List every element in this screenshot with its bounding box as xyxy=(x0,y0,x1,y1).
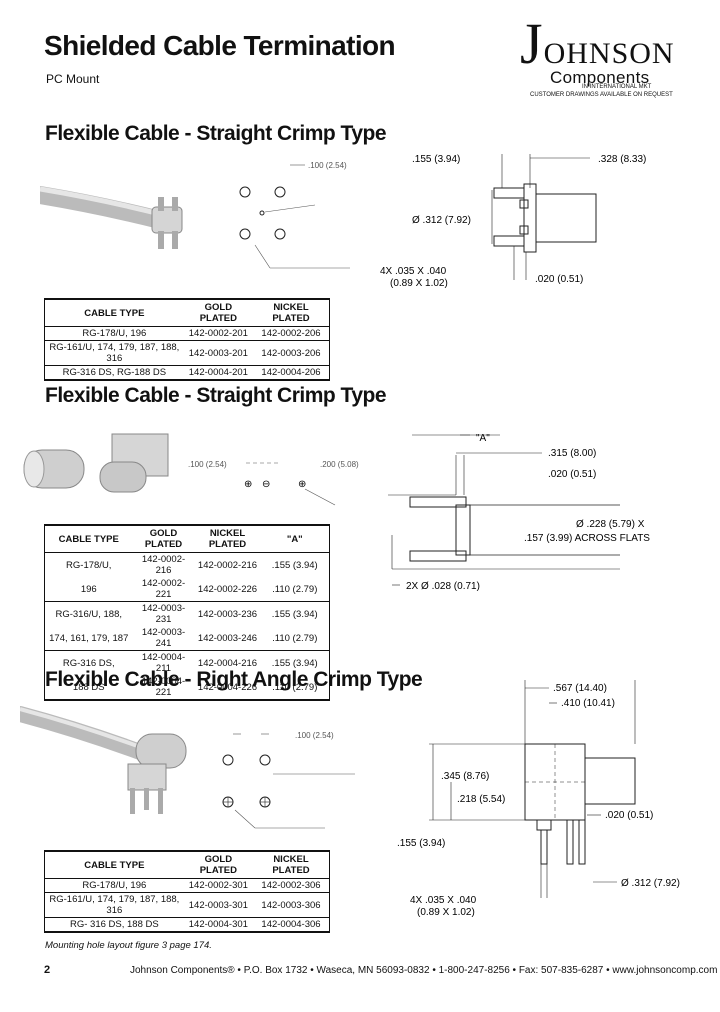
s3-dim-5: .155 (3.94) xyxy=(397,838,445,849)
s3-dim-3: .345 (8.76) xyxy=(441,771,489,782)
s3-dim-4: .218 (5.54) xyxy=(457,794,505,805)
s1-dim-4: 4X .035 X .040 xyxy=(380,266,447,277)
s2-dim-1: .315 (8.00) xyxy=(548,448,596,459)
s3-dim-2: .410 (10.41) xyxy=(561,698,615,709)
s3-dim-1: .567 (14.40) xyxy=(553,683,607,694)
s2-dim-a: "A" xyxy=(476,433,490,444)
footer-address: Johnson Components® • P.O. Box 1732 • Wa… xyxy=(130,965,718,976)
logo-wordmark: JOHNSON xyxy=(520,11,675,76)
svg-text:⊕: ⊕ xyxy=(244,479,252,490)
section-3-connector-photo xyxy=(20,706,187,814)
s1-th-0: CABLE TYPE xyxy=(44,299,184,327)
section-3-drawings: .100 (2.54) .567 (14.40) .410 (10.41) .3… xyxy=(222,680,680,918)
section-1-connector-photo xyxy=(40,186,183,249)
svg-text:⊕: ⊕ xyxy=(298,479,306,490)
s3-dim-8: 4X .035 X .040 xyxy=(410,895,477,906)
s1-dim-5: (0.89 X 1.02) xyxy=(390,278,448,289)
s3-th-2: NICKEL PLATED xyxy=(253,851,330,879)
s3-dim-6: .020 (0.51) xyxy=(605,810,653,821)
page-number: 2 xyxy=(44,964,51,976)
section-2-drawings: .100 (2.54) .200 (5.08) ⊕ ⊖ ⊕ "A" .315 (… xyxy=(188,433,650,592)
logo-note-2: CUSTOMER DRAWINGS AVAILABLE ON REQUEST xyxy=(530,92,673,98)
s2-th-3: "A" xyxy=(260,525,330,553)
s3-dim-9: (0.89 X 1.02) xyxy=(417,907,475,918)
section-3-table: CABLE TYPE GOLD PLATED NICKEL PLATED RG-… xyxy=(44,850,330,933)
s1-dim-1: .155 (3.94) xyxy=(412,154,460,165)
s1-dim-3: Ø .312 (7.92) xyxy=(412,215,471,226)
s3-th-0: CABLE TYPE xyxy=(44,851,184,879)
section-3-title: Flexible Cable - Right Angle Crimp Type xyxy=(45,668,423,691)
page-subtitle: PC Mount xyxy=(46,72,100,86)
section-2-connector-photos xyxy=(23,433,169,493)
section-1-table: CABLE TYPE GOLD PLATED NICKEL PLATED RG-… xyxy=(44,298,330,381)
section-2-table: CABLE TYPE GOLD PLATED NICKEL PLATED "A"… xyxy=(44,524,330,701)
s2-th-1: GOLD PLATED xyxy=(132,525,195,553)
s3-hole-dim: .100 (2.54) xyxy=(295,731,334,740)
s1-th-2: NICKEL PLATED xyxy=(253,299,330,327)
s2-th-0: CABLE TYPE xyxy=(44,525,133,553)
page-title: Shielded Cable Termination xyxy=(44,30,396,61)
s2-dim-2: .020 (0.51) xyxy=(548,469,596,480)
s2-dim-5: 2X Ø .028 (0.71) xyxy=(406,581,480,592)
s2-dim-3: Ø .228 (5.79) X xyxy=(576,519,645,530)
s2-th-2: NICKEL PLATED xyxy=(194,525,261,553)
section-1-drawings: .100 (2.54) .155 (3.94) .328 (8.33) Ø .3… xyxy=(239,154,646,289)
logo-note-1: IN INTERNATIONAL MKT xyxy=(582,84,652,90)
svg-text:⊖: ⊖ xyxy=(262,479,270,490)
section-1-title: Flexible Cable - Straight Crimp Type xyxy=(45,122,387,145)
logo-components: Components xyxy=(550,68,650,87)
footnote: Mounting hole layout figure 3 page 174. xyxy=(45,940,212,951)
s3-dim-7: Ø .312 (7.92) xyxy=(621,878,680,889)
s2-hole-dim-2: .200 (5.08) xyxy=(320,460,359,469)
s1-dim-6: .020 (0.51) xyxy=(535,274,583,285)
s3-th-1: GOLD PLATED xyxy=(183,851,253,879)
s1-dim-2: .328 (8.33) xyxy=(598,154,646,165)
s2-dim-4: .157 (3.99) ACROSS FLATS xyxy=(524,533,650,544)
johnson-logo: JOHNSON Components IN INTERNATIONAL MKT … xyxy=(520,11,680,102)
section-2-title: Flexible Cable - Straight Crimp Type xyxy=(45,384,387,407)
s1-th-1: GOLD PLATED xyxy=(183,299,253,327)
s1-hole-dim: .100 (2.54) xyxy=(308,161,347,170)
s2-hole-dim-1: .100 (2.54) xyxy=(188,460,227,469)
